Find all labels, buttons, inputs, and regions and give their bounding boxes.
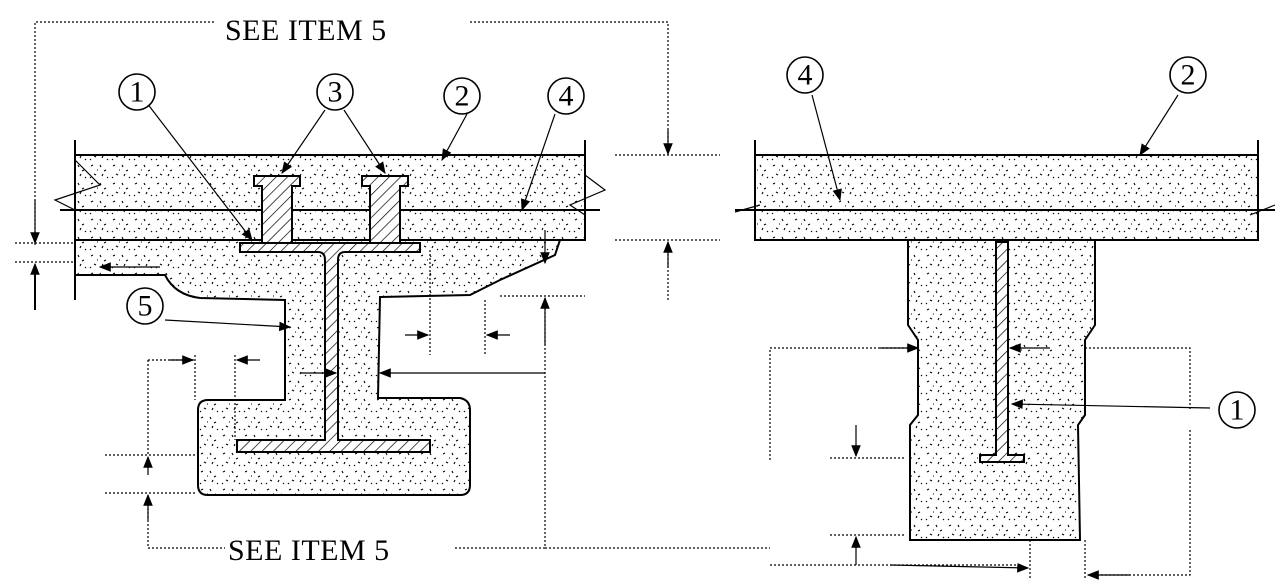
right-concrete-slab bbox=[754, 154, 1259, 241]
right-callout-2: 2 bbox=[1169, 56, 1207, 94]
right-callout-4-label: 4 bbox=[798, 59, 813, 92]
callout-4: 4 bbox=[547, 77, 585, 115]
see-item-label-top: SEE ITEM 5 bbox=[225, 14, 387, 47]
callout-4-label: 4 bbox=[559, 80, 574, 113]
callout-5: 5 bbox=[126, 287, 164, 325]
left-steel-beam bbox=[236, 242, 431, 453]
callout-2: 2 bbox=[443, 77, 481, 115]
left-concrete-slab bbox=[74, 154, 586, 241]
right-callout-1: 1 bbox=[1218, 391, 1256, 429]
callout-3: 3 bbox=[316, 73, 354, 111]
callout-2-label: 2 bbox=[455, 80, 470, 113]
right-callout-4: 4 bbox=[786, 56, 824, 94]
right-section: 4 2 1 bbox=[734, 56, 1276, 580]
callout-1-label: 1 bbox=[130, 76, 145, 109]
right-callout-2-label: 2 bbox=[1181, 59, 1196, 92]
see-item-label-bottom: SEE ITEM 5 bbox=[228, 534, 390, 567]
right-callout-1-label: 1 bbox=[1230, 394, 1245, 427]
callout-5-label: 5 bbox=[138, 290, 153, 323]
callout-1: 1 bbox=[118, 73, 156, 111]
right-steel-beam bbox=[979, 241, 1025, 463]
left-shear-studs bbox=[253, 175, 409, 244]
left-fireproofing-encasement bbox=[74, 239, 562, 496]
callout-3-label: 3 bbox=[328, 76, 343, 109]
left-section: 1 3 2 4 5 SEE ITEM 5 SEE ITEM 5 bbox=[15, 14, 770, 567]
